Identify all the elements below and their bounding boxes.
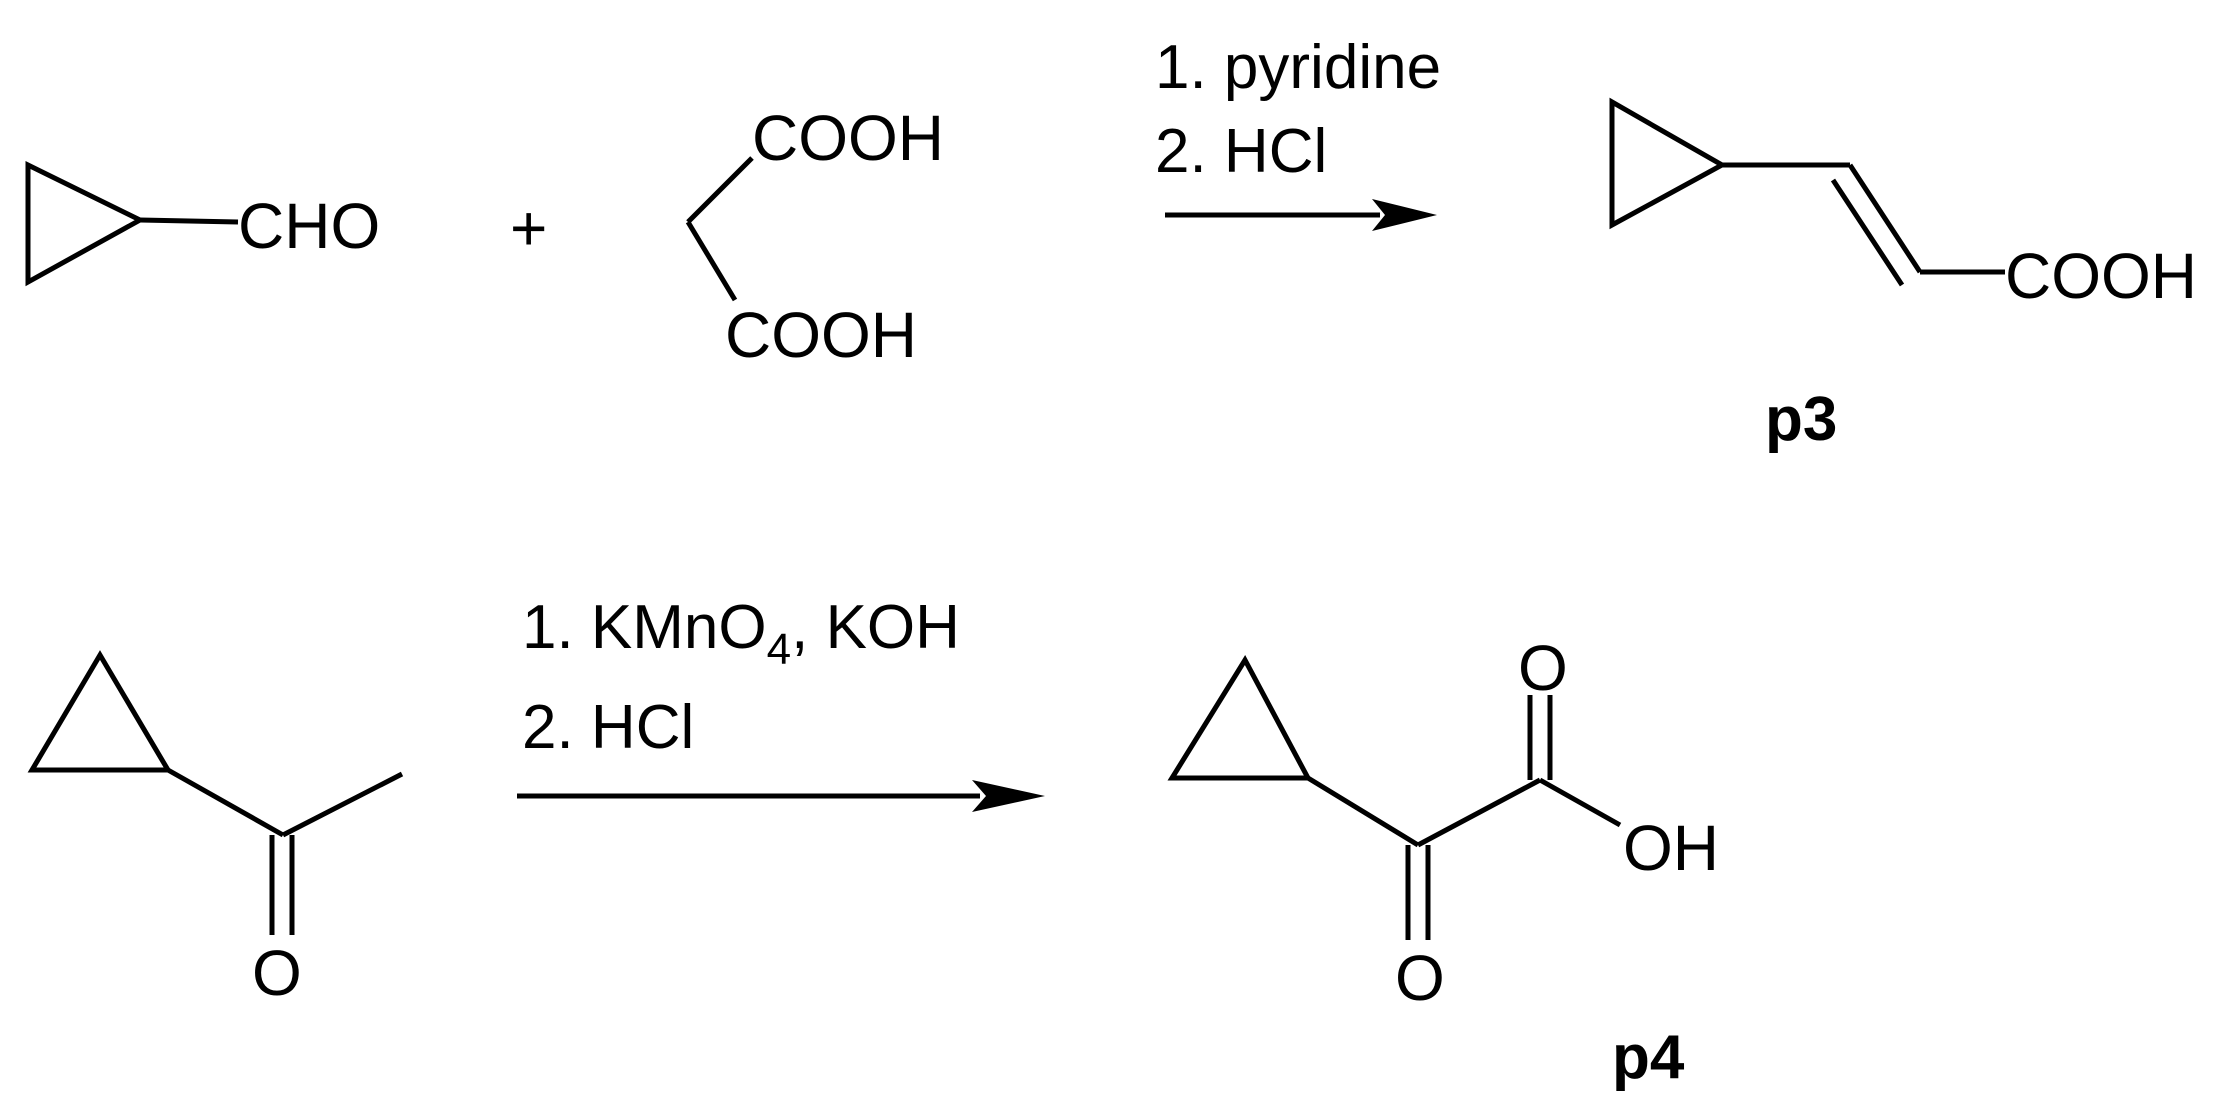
p4-acid-oh-bond xyxy=(1538,777,1622,828)
product-p3: COOH p3 xyxy=(1609,97,2197,454)
p4-ring-keto-bond xyxy=(1306,775,1420,848)
ketone-oxygen-label: O xyxy=(252,937,302,1009)
p4-hydroxyl-label: OH xyxy=(1623,812,1719,884)
p4-acid-oxygen-label: O xyxy=(1518,632,1568,704)
cyclopropane-ring xyxy=(25,160,146,287)
p4-keto-oxygen-label: O xyxy=(1395,942,1445,1014)
p4-compound-label: p4 xyxy=(1612,1023,1685,1092)
cyclopropyl-methyl-ketone: O xyxy=(27,650,404,1009)
reaction1-condition-step1: 1. pyridine xyxy=(1155,33,1441,102)
c-cho-bond xyxy=(139,217,239,225)
reaction2-step1-prefix: 1. KMnO xyxy=(522,593,767,662)
reaction1-arrow-head xyxy=(1372,199,1437,231)
malonic-bond-lower xyxy=(685,220,738,302)
reaction-1: CHO + COOH COOH 1. pyridine 2. HCl COOH … xyxy=(25,33,2197,454)
cooh-upper-label: COOH xyxy=(752,102,944,174)
ring-carbonyl-bond xyxy=(166,767,285,838)
p3-cooh-label: COOH xyxy=(2005,240,2197,312)
reaction2-condition-step2: 2. HCl xyxy=(522,693,694,762)
carbonyl-methyl-bond xyxy=(281,771,404,838)
p4-keto-acid-bond xyxy=(1416,777,1542,848)
ketone-cyclopropane-ring xyxy=(27,650,173,773)
reaction2-condition-step1: 1. KMnO4, KOH xyxy=(522,593,960,674)
reaction2-step1-subscript: 4 xyxy=(767,625,791,674)
plus-sign: + xyxy=(510,192,547,264)
cyclopropanecarbaldehyde: CHO xyxy=(25,160,380,287)
cho-group-label: CHO xyxy=(238,190,380,262)
product-p4: O O OH p4 xyxy=(1167,632,1719,1092)
malonic-acid: COOH COOH xyxy=(685,102,944,371)
reaction1-condition-step2: 2. HCl xyxy=(1155,117,1327,186)
reaction2-arrow xyxy=(517,780,1045,812)
reaction2-arrow-head xyxy=(972,780,1045,812)
p3-compound-label: p3 xyxy=(1765,385,1837,454)
cooh-lower-label: COOH xyxy=(725,299,917,371)
reaction2-step1-suffix: , KOH xyxy=(791,593,960,662)
p3-cyclopropane-ring xyxy=(1609,97,1728,230)
p4-cyclopropane-ring xyxy=(1167,654,1313,781)
p3-double-bond-inner xyxy=(1830,178,1905,287)
p3-double-bond-outer xyxy=(1847,163,1923,274)
reaction1-arrow xyxy=(1165,199,1437,231)
reaction-2: O 1. KMnO4, KOH 2. HCl O O OH p4 xyxy=(27,593,1719,1092)
malonic-bond-upper xyxy=(686,156,754,224)
